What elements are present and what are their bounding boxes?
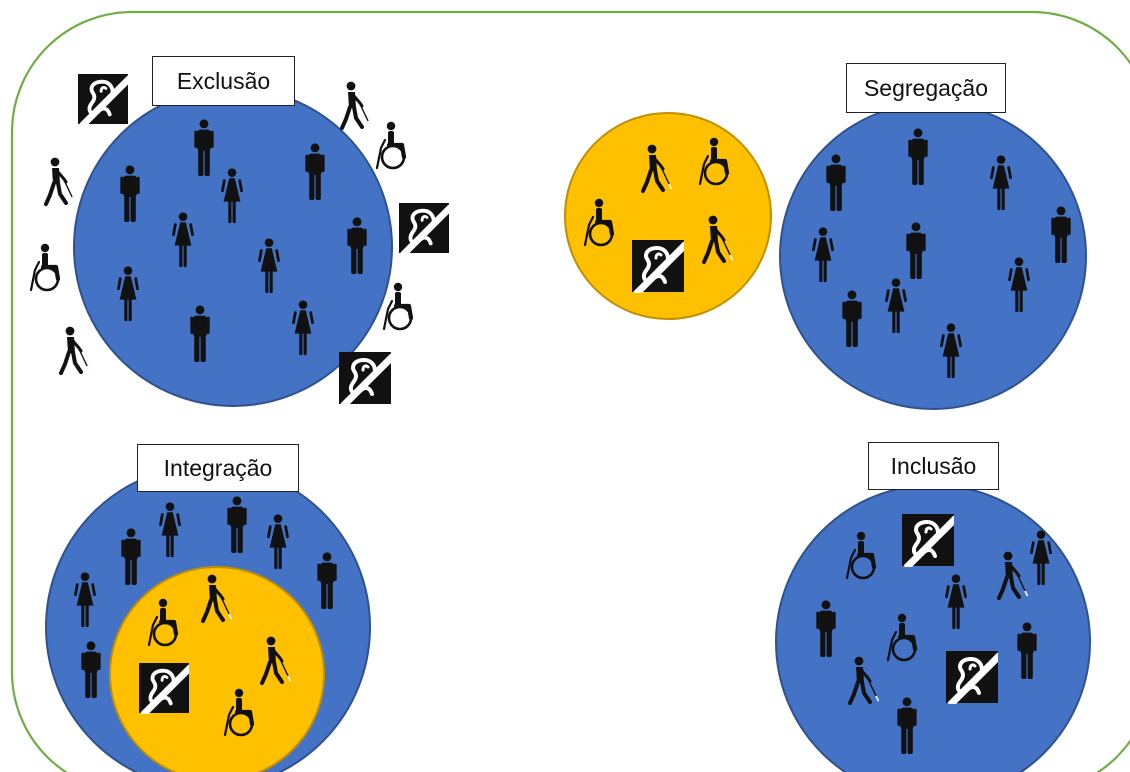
deaf-ear-icon [139, 663, 191, 715]
deaf-ear-icon [339, 352, 393, 406]
deaf-ear-icon [399, 203, 451, 255]
wheelchair-icon [377, 122, 404, 168]
inclusion-label: Inclusão [868, 442, 999, 490]
blind-walker-icon [342, 82, 371, 128]
deaf-ear-icon [632, 240, 686, 294]
wheelchair-icon [384, 283, 411, 329]
integration-label: Integração [137, 444, 299, 492]
deaf-ear-icon [902, 514, 956, 568]
deaf-ear-icon [946, 651, 1000, 705]
exclusion-label: Exclusão [152, 56, 295, 106]
segregation-label: Segregação [846, 63, 1006, 113]
segregation-group-circle [564, 112, 772, 320]
wheelchair-icon [31, 244, 58, 290]
frame-border [10, 10, 1130, 772]
blind-walker-icon [46, 158, 75, 204]
deaf-ear-icon [78, 74, 130, 126]
blind-walker-icon [61, 327, 90, 373]
